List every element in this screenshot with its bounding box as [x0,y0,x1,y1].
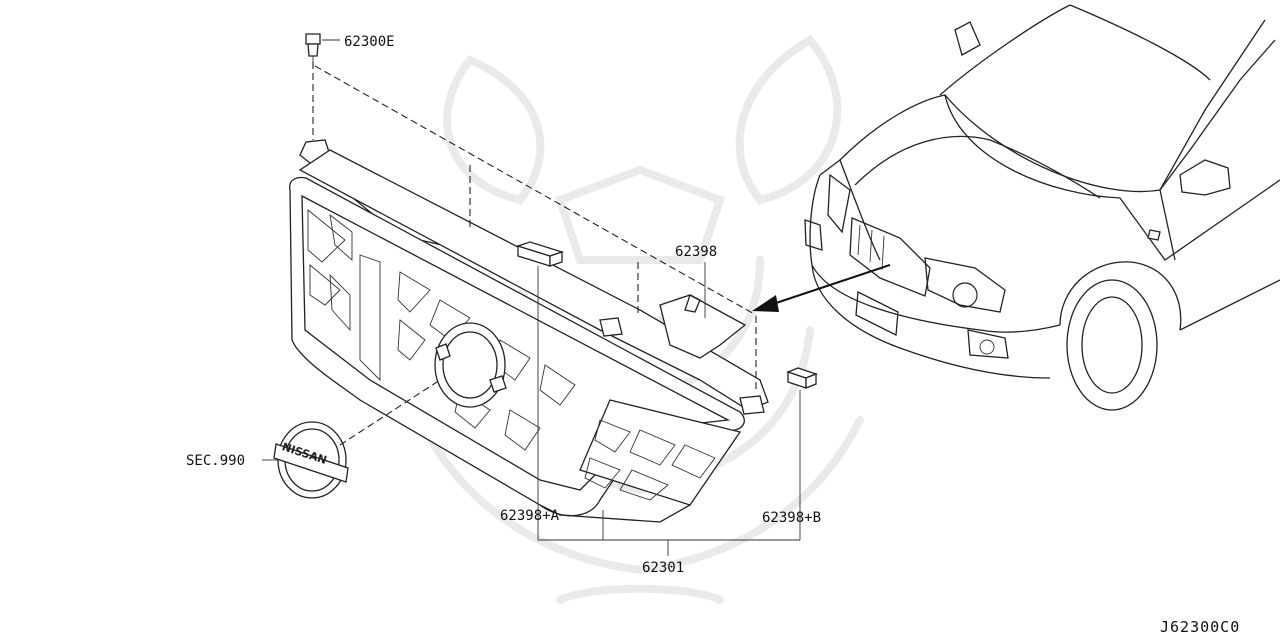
clip-62300e [305,33,340,62]
part-label-62398-b: 62398+B [762,510,821,526]
clip-guide-line [314,65,757,316]
part-label-62398-a: 62398+A [500,508,560,524]
grille-assembly [289,139,769,523]
spacer-62398-a [515,241,565,267]
location-arrow [752,264,891,312]
nissan-emblem: NISSAN [273,421,349,499]
spacer-62398-b [786,367,818,389]
part-label-62300e: 62300E [344,34,395,50]
part-label-62301: 62301 [642,560,684,576]
assembly-bracket-lines [538,510,800,556]
part-label-62398: 62398 [675,244,717,260]
emblem-dash-line [339,379,441,446]
part-label-sec990: SEC.990 [186,453,245,469]
grille-mesh-right [579,399,742,506]
diagram-reference-code: J62300C0 [1160,618,1240,636]
vehicle-illustration [804,4,1280,411]
emblem-mount [434,322,506,408]
bracket-62398 [659,294,747,359]
grille-mesh-left [307,209,381,382]
